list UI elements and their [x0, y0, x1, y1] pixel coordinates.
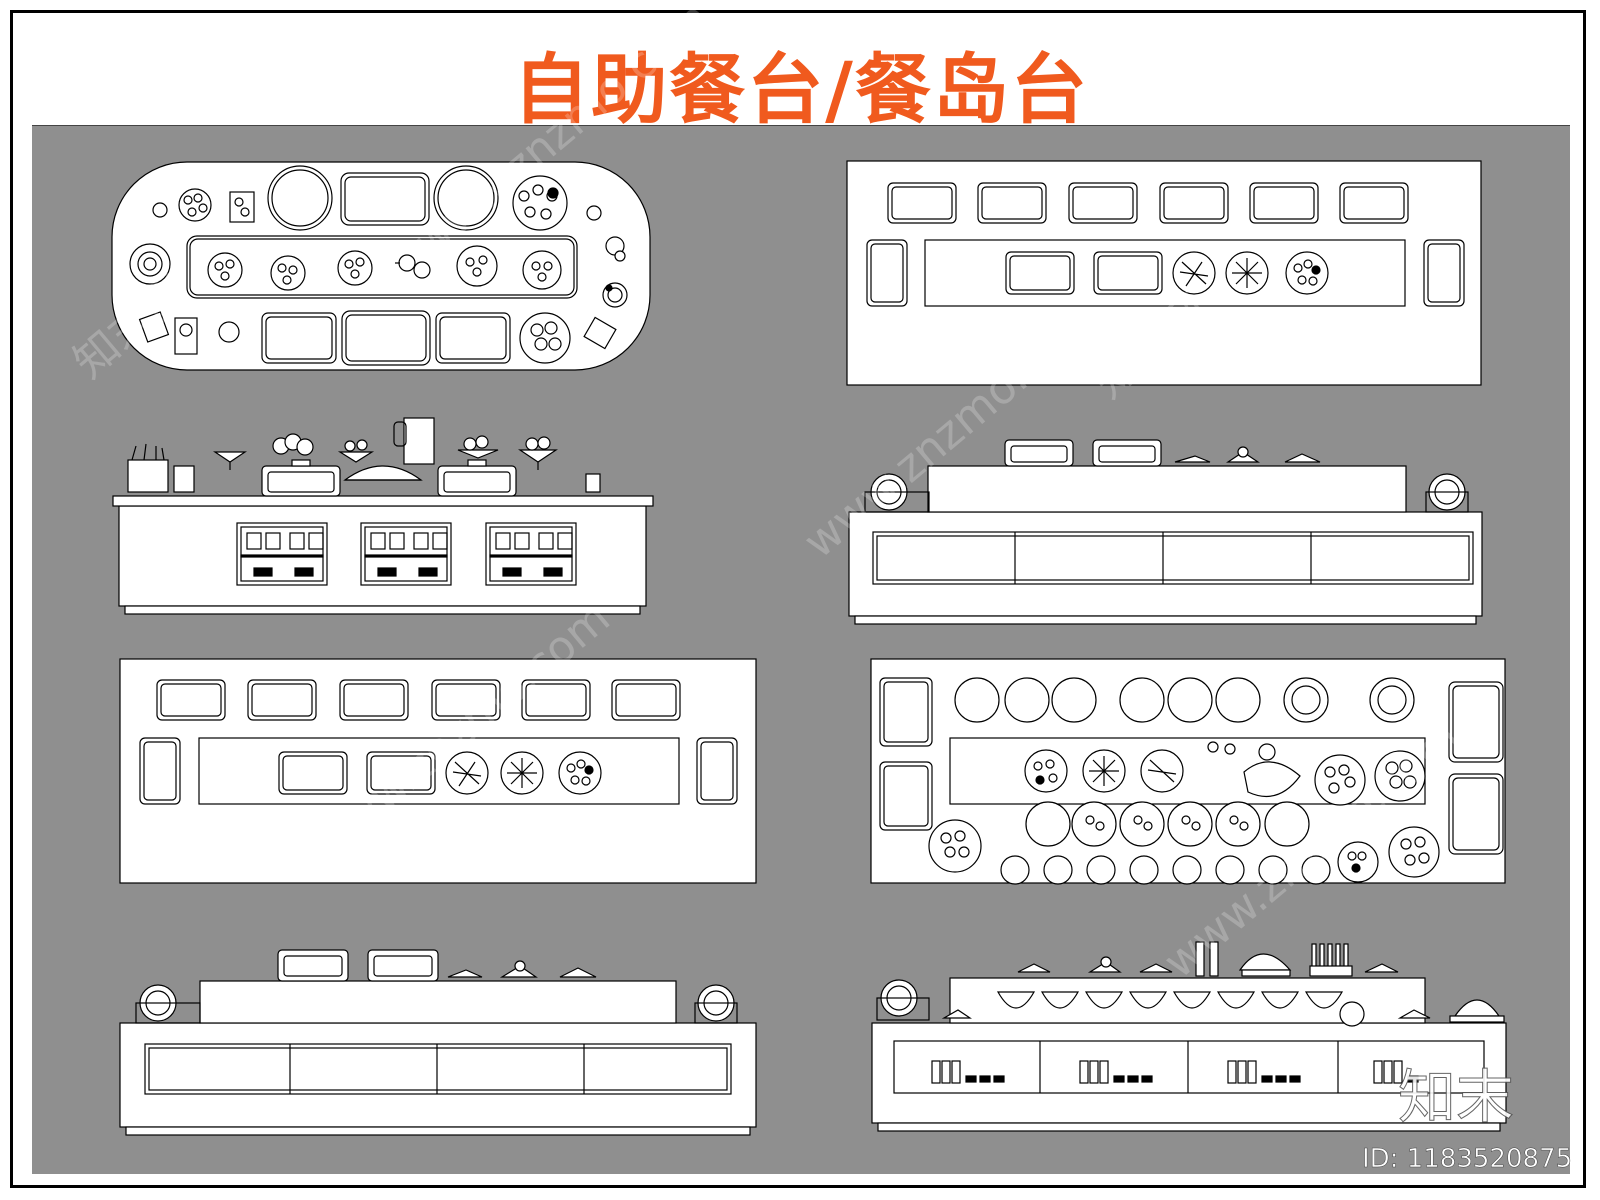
rect-buffet-plan-top-right [846, 160, 1482, 386]
page-title: 自助餐台/餐岛台 [513, 45, 1089, 134]
buffet-elevation-left [112, 417, 654, 615]
buffet-elevation-right [848, 439, 1483, 625]
brand-logo: 知末 [1397, 1063, 1515, 1131]
oval-buffet-plan [111, 161, 651, 371]
title-band: 自助餐台/餐岛台 [32, 26, 1570, 134]
buffet-elevation-bottom-left [119, 949, 757, 1136]
outer-frame [10, 10, 1586, 1188]
buffet-elevation-bottom-right [871, 941, 1507, 1132]
image-id-label: ID: 1183520875 [1362, 1144, 1573, 1174]
rect-buffet-plan-left [119, 658, 757, 884]
buffet-plan-with-stools [870, 658, 1506, 885]
